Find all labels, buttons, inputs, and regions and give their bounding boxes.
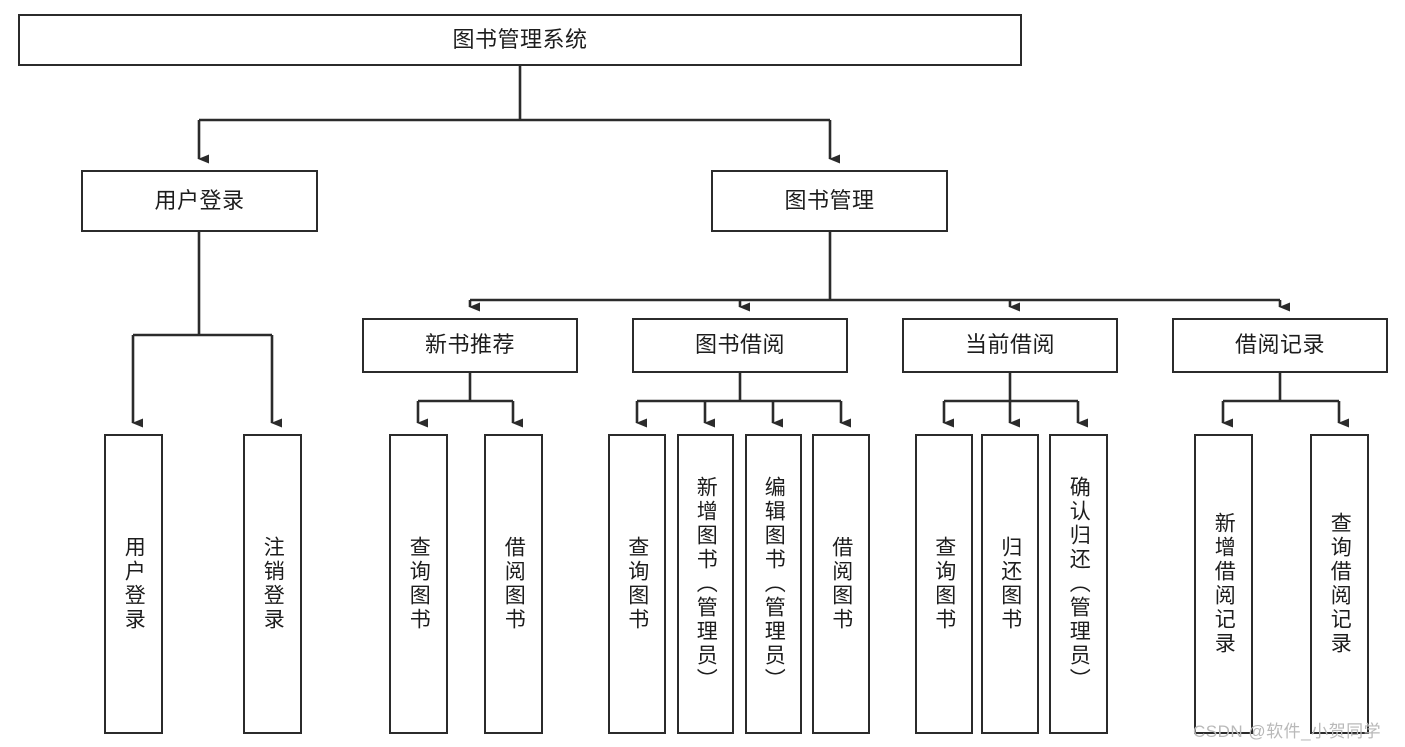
leaf-confirm-return-admin-label: 确认归还（管理员） xyxy=(1067,476,1091,692)
leaf-logout-label: 注销登录 xyxy=(261,536,285,632)
node-new-book-recommend[interactable]: 新书推荐 xyxy=(362,318,578,373)
node-borrow-record[interactable]: 借阅记录 xyxy=(1172,318,1388,373)
leaf-borrow-book-borrow[interactable]: 借阅图书 xyxy=(812,434,870,734)
leaf-add-borrow-record-label: 新增借阅记录 xyxy=(1212,512,1236,656)
leaf-query-book-current-label: 查询图书 xyxy=(932,536,956,632)
leaf-add-book-admin-label: 新增图书（管理员） xyxy=(694,476,718,692)
leaf-user-login[interactable]: 用户登录 xyxy=(104,434,163,734)
node-new-book-recommend-label: 新书推荐 xyxy=(424,332,515,358)
leaf-query-book-recommend[interactable]: 查询图书 xyxy=(389,434,448,734)
leaf-borrow-book-recommend[interactable]: 借阅图书 xyxy=(484,434,543,734)
leaf-logout[interactable]: 注销登录 xyxy=(243,434,302,734)
leaf-query-book-current[interactable]: 查询图书 xyxy=(915,434,973,734)
node-book-borrow[interactable]: 图书借阅 xyxy=(632,318,848,373)
leaf-return-book-label: 归还图书 xyxy=(998,536,1022,632)
node-book-manage-label: 图书管理 xyxy=(784,187,875,213)
node-user-login[interactable]: 用户登录 xyxy=(81,170,318,232)
leaf-query-borrow-record-label: 查询借阅记录 xyxy=(1328,512,1352,656)
node-root[interactable]: 图书管理系统 xyxy=(18,14,1022,66)
node-book-manage[interactable]: 图书管理 xyxy=(711,170,948,232)
csdn-watermark: CSDN @软件_小贺同学 xyxy=(1193,722,1382,741)
leaf-confirm-return-admin[interactable]: 确认归还（管理员） xyxy=(1049,434,1108,734)
node-root-label: 图书管理系统 xyxy=(452,26,588,52)
leaf-edit-book-admin[interactable]: 编辑图书（管理员） xyxy=(745,434,802,734)
node-book-borrow-label: 图书借阅 xyxy=(694,332,785,358)
leaf-user-login-label: 用户登录 xyxy=(122,536,146,632)
leaf-add-borrow-record[interactable]: 新增借阅记录 xyxy=(1194,434,1253,734)
leaf-add-book-admin[interactable]: 新增图书（管理员） xyxy=(677,434,734,734)
node-borrow-record-label: 借阅记录 xyxy=(1234,332,1325,358)
leaf-query-borrow-record[interactable]: 查询借阅记录 xyxy=(1310,434,1369,734)
node-current-borrow-label: 当前借阅 xyxy=(964,332,1055,358)
leaf-query-book-recommend-label: 查询图书 xyxy=(407,536,431,632)
leaf-query-book-borrow-label: 查询图书 xyxy=(625,536,649,632)
node-user-login-label: 用户登录 xyxy=(154,187,245,213)
leaf-borrow-book-recommend-label: 借阅图书 xyxy=(502,536,526,632)
leaf-return-book[interactable]: 归还图书 xyxy=(981,434,1039,734)
leaf-query-book-borrow[interactable]: 查询图书 xyxy=(608,434,666,734)
node-current-borrow[interactable]: 当前借阅 xyxy=(902,318,1118,373)
leaf-borrow-book-borrow-label: 借阅图书 xyxy=(829,536,853,632)
leaf-edit-book-admin-label: 编辑图书（管理员） xyxy=(762,476,786,692)
